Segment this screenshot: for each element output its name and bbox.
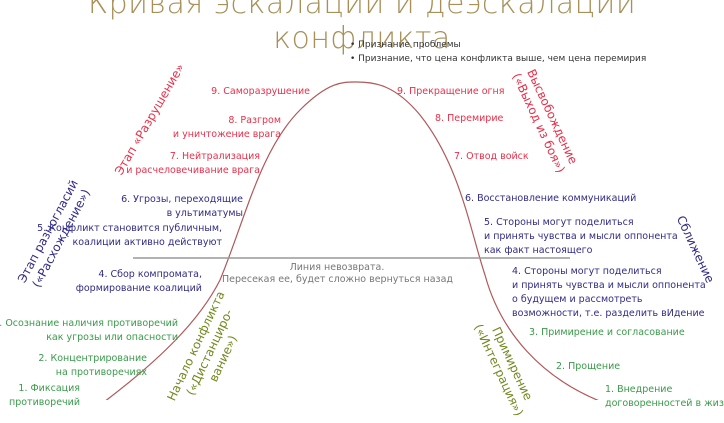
escalation-step-9: 9. Саморазрушение: [211, 86, 310, 97]
note-problem-recognition: • Признание проблемы: [350, 40, 461, 50]
note-cost-recognition: • Признание, что цена конфликта выше, че…: [350, 54, 647, 64]
deescalation-step-9: 9. Прекращение огня: [397, 86, 505, 97]
no-return-subtitle: Пересекая ее, будет сложно вернуться наз…: [222, 274, 453, 285]
escalation-step-4: 4. Сбор компромата,формирование коалиций: [75, 269, 202, 294]
no-return-title: Линия невозврата.: [289, 262, 385, 273]
escalation-curve-diagram: [105, 81, 599, 400]
deescalation-step-3: 3. Примирение и согласование: [529, 327, 685, 338]
deescalation-step-8: 8. Перемирие: [435, 113, 504, 124]
page-title: Кривая эскалации и деэскалации конфликта: [87, 0, 637, 56]
deescalation-step-2: 2. Прощение: [556, 361, 621, 372]
escalation-step-5: 5. Конфликт становится публичным,коалици…: [37, 223, 222, 248]
deescalation-step-7: 7. Отвод войск: [454, 151, 529, 162]
deescalation-step-6: 6. Восстановление коммуникаций: [465, 193, 637, 204]
escalation-curve: [105, 81, 599, 400]
